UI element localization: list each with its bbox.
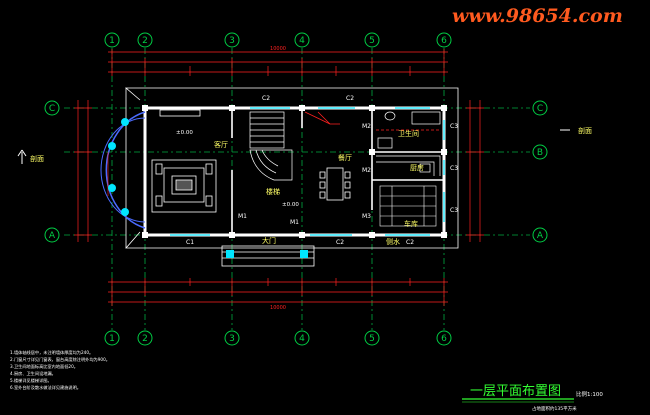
axis-left-a: A xyxy=(49,231,56,241)
drawing-footnote: 占地面积约135平方米 xyxy=(532,405,577,412)
sofa-set-icon xyxy=(151,159,217,213)
code-c3-c: C3 xyxy=(450,207,458,214)
staircase-icon xyxy=(249,111,293,181)
room-label-living: 客厅 xyxy=(214,140,228,149)
room-label-dining: 餐厅 xyxy=(338,153,352,162)
tv-cabinet-icon xyxy=(159,109,201,117)
code-m1-a: M1 xyxy=(238,213,247,220)
drawing-title: 一层平面布置图 xyxy=(470,384,561,399)
axis-top-4: 4 xyxy=(299,36,305,46)
dimension-ticks xyxy=(74,49,484,306)
column-icon xyxy=(108,142,116,150)
dining-table-icon xyxy=(319,167,351,201)
note-line: 1.墙体轴线居中，未注明墙体厚度均为240。 xyxy=(10,349,93,356)
section-label-left: 剖面 xyxy=(30,154,44,163)
axis-right-b: B xyxy=(537,148,543,158)
code-m2-a: M2 xyxy=(362,123,371,130)
axis-top-1: 1 xyxy=(109,36,115,46)
code-c2-c: C2 xyxy=(336,239,344,246)
entrance-steps xyxy=(221,245,315,267)
curved-bay xyxy=(100,111,146,229)
axis-bottom-6: 6 xyxy=(441,334,447,344)
general-notes: 1.墙体轴线居中，未注明墙体厚度均为240。 2.门窗尺寸详见门窗表，窗台高度除… xyxy=(10,349,110,391)
dimension-lines xyxy=(77,51,481,303)
code-m2-b: M2 xyxy=(362,167,371,174)
room-labels: 客厅 楼梯 餐厅 卫生间 厨房 车库 大门 侧水 xyxy=(214,129,424,246)
code-m1-b: M1 xyxy=(290,219,299,226)
interior-walls xyxy=(231,108,444,235)
code-m3: M3 xyxy=(362,213,371,220)
note-line: 4.厨房、卫生间设地漏。 xyxy=(10,370,56,377)
room-label-garage: 车库 xyxy=(404,219,418,228)
dim-total-top: 10000 xyxy=(270,46,286,52)
elevation-living: ±0.00 xyxy=(176,130,193,136)
dimension-total: 10000 10000 xyxy=(270,46,286,311)
code-c1: C1 xyxy=(186,239,194,246)
drawing-scale: 比例1:100 xyxy=(576,390,603,398)
kitchen-counter-icon xyxy=(376,155,441,176)
note-line: 6.室外台阶及散水做法详见建施说明。 xyxy=(10,384,81,391)
structural-columns xyxy=(142,105,447,238)
note-line: 2.门窗尺寸详见门窗表，窗台高度除注明外均为900。 xyxy=(10,356,110,363)
axis-top-5: 5 xyxy=(369,36,375,46)
dim-total-bottom: 10000 xyxy=(270,305,286,311)
room-label-bathroom: 卫生间 xyxy=(398,129,419,138)
axis-left-c: C xyxy=(49,104,55,114)
code-c2-a: C2 xyxy=(262,95,270,102)
code-c2-b: C2 xyxy=(346,95,354,102)
axis-bubbles xyxy=(44,32,548,346)
axis-bottom-2: 2 xyxy=(142,334,148,344)
section-label-right: 剖面 xyxy=(578,126,592,135)
note-line: 3.卫生间地面标高比室内地面低20。 xyxy=(10,363,78,370)
room-label-side-door: 侧水 xyxy=(386,237,400,246)
window-door-codes: C1 C2 C2 C2 C2 C3 C3 C3 M1 M1 M2 M2 M3 xyxy=(186,95,458,246)
column-icon xyxy=(121,208,129,216)
axis-bottom-3: 3 xyxy=(229,334,235,344)
axis-top-6: 6 xyxy=(441,36,447,46)
column-icon xyxy=(108,184,116,192)
column-icon xyxy=(300,250,308,258)
axis-right-a: A xyxy=(537,231,544,241)
code-c3-a: C3 xyxy=(450,123,458,130)
room-label-stair: 楼梯 xyxy=(266,187,280,196)
axis-labels: 1 2 3 4 5 6 1 2 3 4 5 6 C A C B A xyxy=(49,36,544,344)
entrance-columns xyxy=(226,250,308,258)
axis-right-c: C xyxy=(537,104,543,114)
stair-railing xyxy=(304,111,340,125)
watermark-url: www.98654.com xyxy=(452,5,623,27)
column-icon xyxy=(226,250,234,258)
elevation-stair: ±0.00 xyxy=(282,202,299,208)
code-c2-d: C2 xyxy=(406,239,414,246)
bathroom-fixtures xyxy=(377,111,441,149)
note-line: 5.楼梯详见楼梯详图。 xyxy=(10,377,52,384)
axis-bottom-5: 5 xyxy=(369,334,375,344)
eaves-outline xyxy=(124,87,459,249)
axis-top-3: 3 xyxy=(229,36,235,46)
axis-bottom-1: 1 xyxy=(109,334,115,344)
axis-bottom-4: 4 xyxy=(299,334,305,344)
title-block: 一层平面布置图 比例1:100 占地面积约135平方米 xyxy=(462,384,603,412)
axis-top-2: 2 xyxy=(142,36,148,46)
room-label-kitchen: 厨房 xyxy=(410,163,424,172)
room-label-main-door: 大门 xyxy=(262,236,276,245)
section-marks xyxy=(17,129,570,164)
code-c3-b: C3 xyxy=(450,165,458,172)
windows xyxy=(170,107,445,236)
column-icon xyxy=(121,118,129,126)
elevation-marks: ±0.00 ±0.00 xyxy=(176,130,299,208)
car-icon xyxy=(379,185,437,227)
